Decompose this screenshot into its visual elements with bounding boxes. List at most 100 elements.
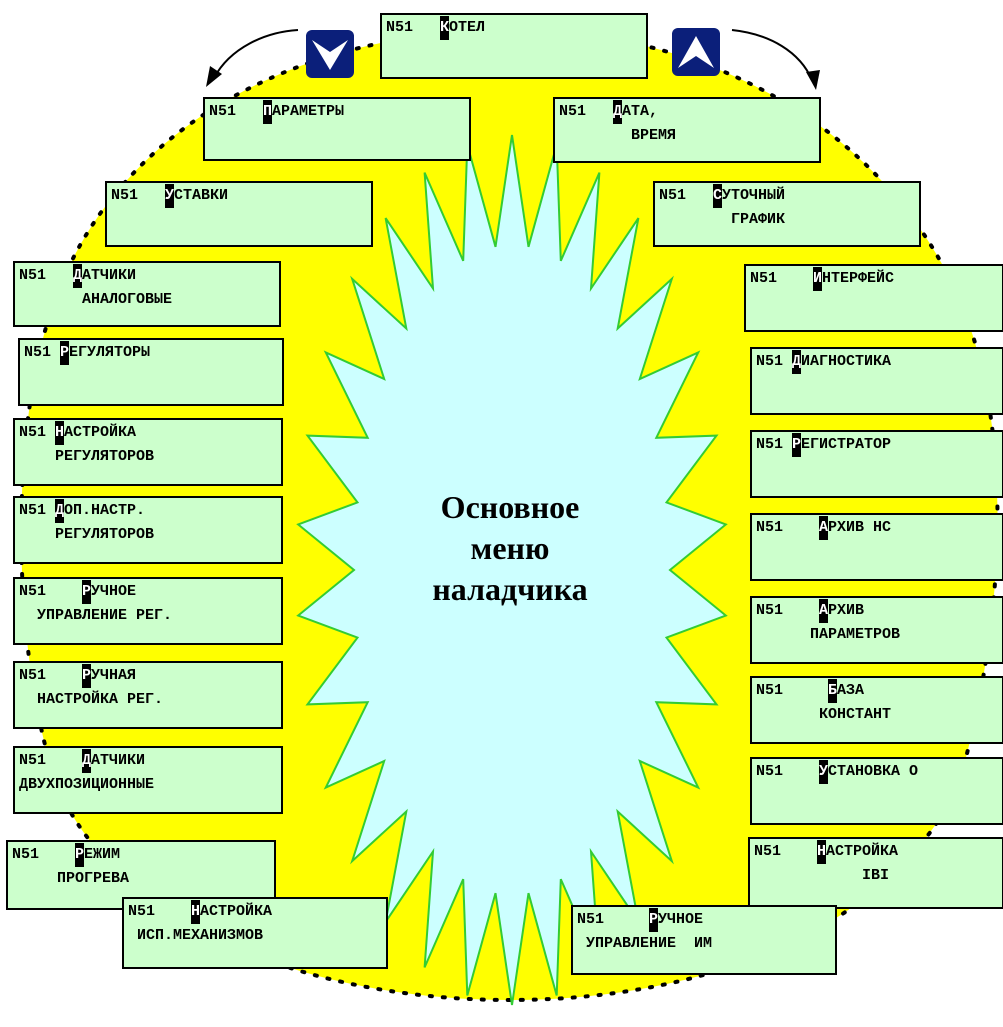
menu-item-line: РЕГУЛЯТОРОВ <box>19 523 277 547</box>
menu-item-prefix: N51 <box>756 763 820 780</box>
menu-item-line: N51 НАСТРОЙКА <box>19 421 277 445</box>
menu-item-label: ИСП.МЕХАНИЗМОВ <box>128 927 264 944</box>
menu-item-line: N51 УСТАВКИ <box>111 184 367 208</box>
menu-item-data-vremya[interactable]: N51 ДАТА, ВРЕМЯ <box>553 97 821 163</box>
menu-item-line: N51 ИНТЕРФЕЙС <box>750 267 998 291</box>
menu-item-prefix: N51 <box>659 187 714 204</box>
menu-item-cursor-letter: Б <box>828 679 838 703</box>
menu-item-kotel[interactable]: N51 КОТЕЛ <box>380 13 648 79</box>
center-title: Основное меню наладчика <box>395 487 625 610</box>
menu-item-ustanovka-o[interactable]: N51 УСТАНОВКА О <box>750 757 1003 825</box>
menu-item-prefix: N51 <box>750 270 814 287</box>
menu-item-datchiki-analogovye[interactable]: N51 ДАТЧИКИ АНАЛОГОВЫЕ <box>13 261 281 327</box>
menu-item-line: N51 АРХИВ НС <box>756 516 998 540</box>
menu-item-prefix: N51 <box>756 519 820 536</box>
menu-item-label: АТЧИКИ <box>91 752 146 769</box>
menu-item-prefix: N51 <box>19 583 83 600</box>
menu-item-line: N51 КОТЕЛ <box>386 16 642 40</box>
menu-item-prefix: N51 <box>756 602 820 619</box>
menu-item-line: N51 ДОП.НАСТР. <box>19 499 277 523</box>
menu-item-line: N51 РУЧНОЕ <box>19 580 277 604</box>
menu-item-cursor-letter: Д <box>55 499 65 523</box>
menu-item-line: N51 РЕГИСТРАТОР <box>756 433 998 457</box>
menu-item-ruchnaya-nastroyka-reg[interactable]: N51 РУЧНАЯ НАСТРОЙКА РЕГ. <box>13 661 283 729</box>
menu-item-prefix: N51 <box>559 103 614 120</box>
menu-item-label: ИАГНОСТИКА <box>801 353 892 370</box>
menu-item-cursor-letter: Р <box>60 341 70 365</box>
menu-item-prefix: N51 <box>386 19 441 36</box>
menu-item-line: УПРАВЛЕНИЕ ИМ <box>577 932 831 956</box>
center-title-line: Основное <box>440 489 580 525</box>
menu-item-line: N51 ДАТА, <box>559 100 815 124</box>
menu-item-ruchnoe-upravlenie-im[interactable]: N51 РУЧНОЕ УПРАВЛЕНИЕ ИМ <box>571 905 837 975</box>
chevron-up-icon <box>678 36 714 68</box>
menu-item-prefix: N51 <box>756 682 829 699</box>
menu-item-line: АНАЛОГОВЫЕ <box>19 288 275 312</box>
menu-item-cursor-letter: А <box>819 516 829 540</box>
menu-item-nastroyka-isp-mekhanizmov[interactable]: N51 НАСТРОЙКА ИСП.МЕХАНИЗМОВ <box>122 897 388 969</box>
menu-item-cursor-letter: К <box>440 16 450 40</box>
menu-item-interfeys[interactable]: N51 ИНТЕРФЕЙС <box>744 264 1003 332</box>
center-title-line: меню <box>470 530 550 566</box>
center-starburst <box>296 134 728 1006</box>
menu-item-label: УЧНАЯ <box>91 667 137 684</box>
menu-item-cursor-letter: П <box>263 100 273 124</box>
menu-item-line: N51 РУЧНАЯ <box>19 664 277 688</box>
menu-item-line: N51 ДИАГНОСТИКА <box>756 350 998 374</box>
menu-item-label: АСТРОЙКА <box>826 843 899 860</box>
chevron-down-icon <box>312 40 348 70</box>
menu-item-line: ДВУХПОЗИЦИОННЫЕ <box>19 773 277 797</box>
menu-item-nastroyka-regulyatorov[interactable]: N51 НАСТРОЙКА РЕГУЛЯТОРОВ <box>13 418 283 486</box>
menu-item-line: ИСП.МЕХАНИЗМОВ <box>128 924 382 948</box>
menu-item-label: АЗА <box>837 682 865 699</box>
menu-item-label: ОТЕЛ <box>449 19 486 36</box>
menu-item-label: АТЧИКИ <box>82 267 137 284</box>
menu-item-baza-konstant[interactable]: N51 БАЗА КОНСТАНТ <box>750 676 1003 744</box>
menu-item-line: IBI <box>754 864 998 888</box>
menu-item-nastroyka-ibi[interactable]: N51 НАСТРОЙКА IBI <box>748 837 1003 909</box>
menu-item-prefix: N51 <box>209 103 264 120</box>
menu-item-label: ПАРАМЕТРОВ <box>756 626 901 643</box>
menu-item-ustavki[interactable]: N51 УСТАВКИ <box>105 181 373 247</box>
menu-item-line: ПАРАМЕТРОВ <box>756 623 998 647</box>
menu-item-diagnostika[interactable]: N51 ДИАГНОСТИКА <box>750 347 1003 415</box>
menu-item-line: НАСТРОЙКА РЕГ. <box>19 688 277 712</box>
menu-item-cursor-letter: Р <box>82 664 92 688</box>
menu-item-dop-nastr-regulyatorov[interactable]: N51 ДОП.НАСТР. РЕГУЛЯТОРОВ <box>13 496 283 564</box>
menu-item-label: ПРОГРЕВА <box>12 870 130 887</box>
up-button[interactable] <box>672 28 720 76</box>
menu-item-arkhiv-ns[interactable]: N51 АРХИВ НС <box>750 513 1003 581</box>
menu-item-prefix: N51 <box>754 843 818 860</box>
menu-item-prefix: N51 <box>111 187 166 204</box>
menu-item-label: IBI <box>754 867 890 884</box>
menu-item-parametry[interactable]: N51 ПАРАМЕТРЫ <box>203 97 471 161</box>
menu-item-line: N51 БАЗА <box>756 679 998 703</box>
menu-item-label: РХИВ <box>828 602 865 619</box>
menu-item-line: ВРЕМЯ <box>559 124 815 148</box>
menu-item-prefix: N51 <box>19 667 83 684</box>
center-title-line: наладчика <box>432 571 588 607</box>
menu-item-label: НТЕРФЕЙС <box>822 270 895 287</box>
menu-item-label: АТА, <box>622 103 659 120</box>
menu-item-label: УПРАВЛЕНИЕ ИМ <box>577 935 713 952</box>
menu-item-line: РЕГУЛЯТОРОВ <box>19 445 277 469</box>
menu-item-label: ГРАФИК <box>659 211 786 228</box>
menu-item-cursor-letter: Н <box>191 900 201 924</box>
menu-item-label: СТАНОВКА О <box>828 763 919 780</box>
menu-item-ruchnoe-upravlenie-reg[interactable]: N51 РУЧНОЕ УПРАВЛЕНИЕ РЕГ. <box>13 577 283 645</box>
menu-item-label: ДВУХПОЗИЦИОННЫЕ <box>19 776 155 793</box>
menu-item-label: УЧНОЕ <box>658 911 704 928</box>
menu-item-label: РЕГУЛЯТОРОВ <box>19 448 155 465</box>
menu-item-registrator[interactable]: N51 РЕГИСТРАТОР <box>750 430 1003 498</box>
menu-item-arkhiv-parametrov[interactable]: N51 АРХИВ ПАРАМЕТРОВ <box>750 596 1003 664</box>
menu-item-prefix: N51 <box>577 911 650 928</box>
menu-item-cursor-letter: У <box>819 760 829 784</box>
menu-item-cursor-letter: Д <box>82 749 92 773</box>
menu-item-label: ЕГУЛЯТОРЫ <box>69 344 151 361</box>
menu-item-regulyatory[interactable]: N51 РЕГУЛЯТОРЫ <box>18 338 284 406</box>
down-button[interactable] <box>306 30 354 78</box>
menu-item-sutochny-grafik[interactable]: N51 СУТОЧНЫЙ ГРАФИК <box>653 181 921 247</box>
menu-item-line: КОНСТАНТ <box>756 703 998 727</box>
